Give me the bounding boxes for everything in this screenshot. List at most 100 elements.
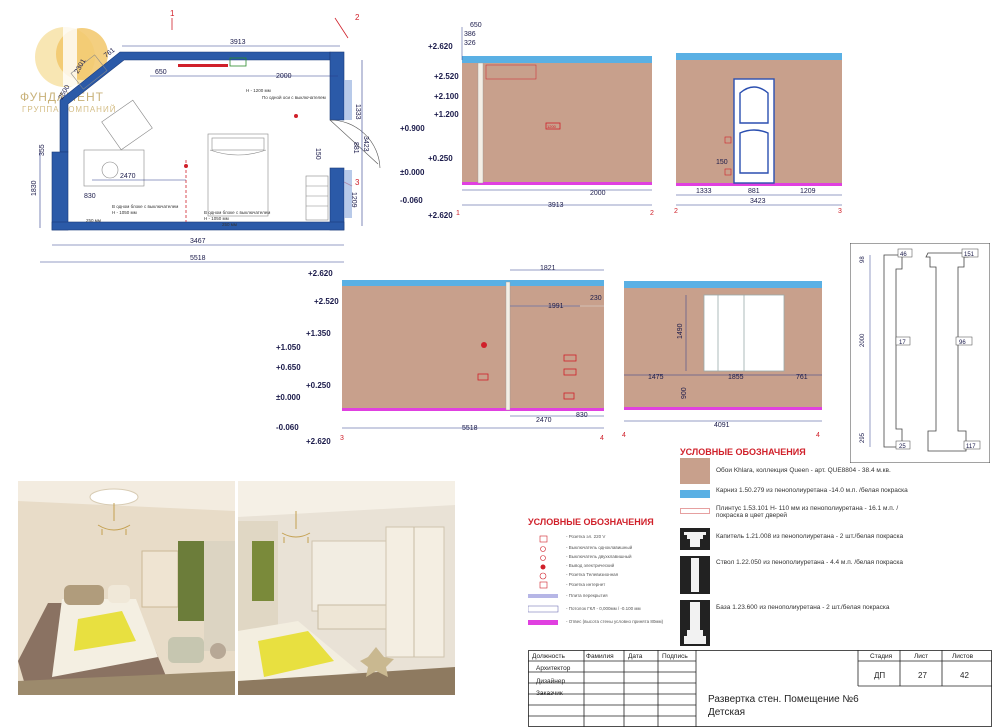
elev4-dim-1855: 1855 <box>728 374 744 381</box>
elev3-level-3: +1.350 <box>306 329 331 338</box>
materials-legend-item-1: Обои Khlara, коллекция Queen - арт. QUE8… <box>716 467 891 474</box>
elev4-dim-761: 761 <box>796 374 808 381</box>
elev1-level-9: +2.620 <box>428 211 453 220</box>
title-block-grid <box>528 650 992 727</box>
elev3-level-4: +1.050 <box>276 343 301 352</box>
tb-header-position: Должность <box>532 653 565 660</box>
elev1-level-2: +2.520 <box>434 72 459 81</box>
electric-legend-item-9: - Отвес (высота стены условно принята 80… <box>566 619 664 624</box>
electric-legend-item-6: - Розетка интернет <box>566 582 606 587</box>
axis-1-label: 1 <box>170 9 175 18</box>
elev3-dim-230: 230 <box>590 295 602 302</box>
elev1-dim-2000: 2000 <box>590 190 606 197</box>
column-dim-295: 295 <box>860 432 866 443</box>
plan-dim-3423: 3423 <box>362 136 369 152</box>
column-dim-151: 151 <box>964 252 975 258</box>
elev1-dim-326: 326 <box>464 40 476 47</box>
axis-3-label: 3 <box>355 178 360 187</box>
plan-dim-5518: 5518 <box>190 255 206 262</box>
elev2-axis-b: 3 <box>838 208 842 215</box>
elevation-2: 150 1333 881 1209 3423 2 3 <box>674 53 842 215</box>
plan-note-8: 250 мм <box>222 222 237 227</box>
logo-mark-icon <box>35 26 108 87</box>
elev1-dim-3913: 3913 <box>548 202 564 209</box>
electric-legend-item-8: - Потолок ГКЛ - 0,000мм / -0.100 мм <box>566 606 641 611</box>
shaft-swatch-icon <box>680 556 710 594</box>
tb-row-designer: Дизайнер <box>536 678 566 685</box>
plan-note-3: В одном блоке с выключателем <box>112 204 178 209</box>
company-logo: ФУНДАМЕНТ ГРУППА КОМПАНИЙ <box>20 12 135 122</box>
elev1-level-5: +0.900 <box>400 124 425 133</box>
plan-note-4: H - 1050 мм <box>112 210 137 215</box>
plan-dim-3467: 3467 <box>190 238 206 245</box>
tb-drawing-title: Развертка стен. Помещение №6 <box>708 694 859 705</box>
materials-legend-item-2: Карниз 1.50.279 из пенополиуретана -14.0… <box>716 487 908 494</box>
elev1-level-7: ±0.000 <box>400 168 425 177</box>
column-dim-96: 96 <box>959 340 966 346</box>
tb-header-surname: Фамилия <box>586 653 614 660</box>
logo-subtitle: ГРУППА КОМПАНИЙ <box>22 105 117 114</box>
elevation-4: 1490 900 1475 1855 761 4091 4 4 <box>622 281 822 439</box>
plan-walls <box>51 51 345 231</box>
tb-header-signature: Подпись <box>662 653 688 660</box>
interior-render-left <box>18 481 235 695</box>
plan-dim-top: 3913 <box>230 39 246 46</box>
elev4-dim-4091: 4091 <box>714 422 730 429</box>
materials-legend-item-6: База 1.23.600 из пенополиуретана - 2 шт.… <box>716 604 890 611</box>
plan-dim-1209: 1209 <box>350 192 357 208</box>
plan-dim-1333: 1333 <box>354 104 361 120</box>
axis-2-label: 2 <box>355 13 360 22</box>
floor-plan: 1 2 3 3913 <box>31 9 381 263</box>
elev1-level-4: +1.200 <box>434 110 459 119</box>
elevation-1: 1200 650 386 326 2000 3913 +2.620 +2.520… <box>400 22 654 220</box>
elev2-dim-3423: 3423 <box>750 198 766 205</box>
plan-dim-650: 650 <box>155 69 167 76</box>
interior-render-right <box>238 481 455 695</box>
elev3-dim-2470: 2470 <box>536 417 552 424</box>
tb-stage-label: Стадия <box>870 653 893 660</box>
electric-legend-item-5: - Розетка Телевизионная <box>566 572 619 577</box>
plan-note-6: H - 1050 мм <box>204 216 229 221</box>
svg-text:1200: 1200 <box>547 124 557 129</box>
elev3-level-7: ±0.000 <box>276 393 301 402</box>
electric-legend-item-1: - Розетка эл. 220 V <box>566 534 606 539</box>
column-detail: 98 2000 295 46 17 25 151 96 117 <box>850 243 990 463</box>
plan-note-2: По одной оси с выключателем <box>262 94 326 100</box>
elev3-level-6: +0.250 <box>306 381 331 390</box>
door <box>733 78 775 184</box>
elev3-level-2: +2.520 <box>314 297 339 306</box>
tb-row-customer: Заказчик <box>536 690 563 697</box>
elev1-level-1: +2.620 <box>428 42 453 51</box>
elev2-dim-881: 881 <box>748 188 760 195</box>
elev3-level-5: +0.650 <box>276 363 301 372</box>
materials-legend-item-3: Плинтус 1.53.101 Н- 110 мм из пенополиур… <box>716 505 899 520</box>
elev1-level-8: -0.060 <box>400 196 423 205</box>
logo-name: ФУНДАМЕНТ <box>20 90 104 104</box>
elev3-dim-5518: 5518 <box>462 425 478 432</box>
elev4-dim-1475: 1475 <box>648 374 664 381</box>
tb-sheets-value: 42 <box>960 671 969 680</box>
plan-dim-355: 355 <box>39 144 46 156</box>
plan-dim-2000: 2000 <box>276 73 292 80</box>
electric-legend-symbols <box>528 535 559 625</box>
electric-legend-item-3: - Выключатель двухклавишный <box>566 554 632 559</box>
tb-stage-value: ДП <box>874 671 886 680</box>
column-dim-98: 98 <box>860 256 866 263</box>
plan-dim-881: 881 <box>352 142 359 154</box>
column-dim-17: 17 <box>899 340 906 346</box>
tb-header-date: Дата <box>628 653 643 660</box>
plan-furniture <box>70 54 329 221</box>
elev2-axis-a: 2 <box>674 208 678 215</box>
tb-drawing-subtitle: Детская <box>708 707 746 718</box>
tb-sheets-label: Листов <box>952 653 974 660</box>
elev1-level-3: +2.100 <box>434 92 459 101</box>
elev4-dim-1490: 1490 <box>677 323 684 339</box>
plan-dim-150: 150 <box>314 148 321 160</box>
plan-dim-1830: 1830 <box>31 180 38 196</box>
elev1-dim-386: 386 <box>464 31 476 38</box>
plinth-swatch <box>680 508 710 514</box>
plan-note-7: 250 мм <box>86 218 101 223</box>
cornice-swatch <box>680 490 710 498</box>
plan-dim-2301: 2301 <box>74 58 88 75</box>
elev2-dim-150: 150 <box>716 159 728 166</box>
